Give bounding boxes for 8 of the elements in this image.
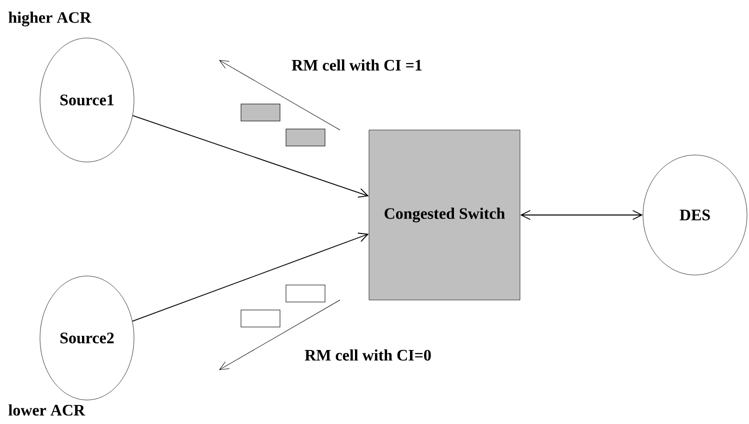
arrow bbox=[520, 210, 643, 220]
node-caption: higher ACR bbox=[8, 12, 92, 26]
arrow-label: RM cell with CI=0 bbox=[304, 349, 431, 361]
arrow bbox=[132, 232, 369, 322]
arrow bbox=[132, 115, 369, 198]
arrow-label: RM cell with CI =1 bbox=[292, 59, 422, 71]
switch-box: Congested Switch bbox=[368, 130, 520, 300]
node-caption: lower ACR bbox=[8, 404, 86, 416]
